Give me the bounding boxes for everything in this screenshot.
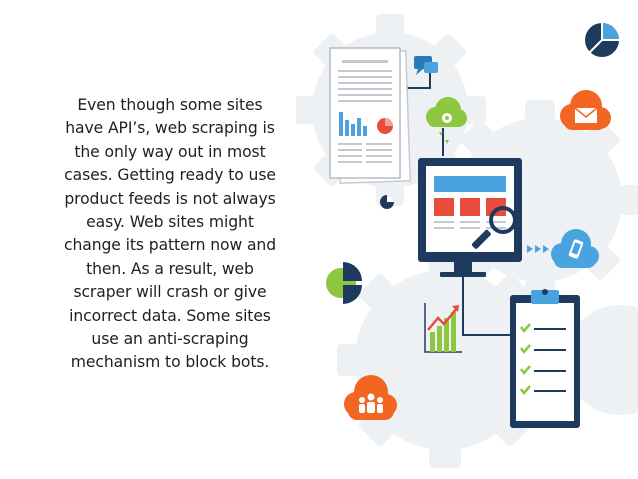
body-line: product feeds is not always [64, 189, 276, 208]
people-cloud-icon [344, 375, 397, 420]
body-line: the only way out in most [74, 142, 266, 161]
body-line: Even though some sites [77, 96, 263, 114]
body-line: have API’s, web scraping is [65, 119, 275, 138]
body-line: easy. Web sites might [86, 213, 254, 232]
illustration [296, 14, 638, 468]
mobile-cloud-icon [551, 229, 599, 268]
body-line: then. As a result, web [86, 259, 254, 278]
body-line: cases. Getting ready to use [64, 166, 276, 185]
growth-chart-icon [424, 303, 462, 353]
arrow-indicators [527, 245, 549, 253]
chat-bubbles-icon [414, 56, 438, 75]
pie-chart-icon [585, 23, 619, 57]
document-report-icon [329, 47, 412, 209]
green-pie-icon [326, 262, 362, 304]
body-line: use an anti-scraping [91, 330, 249, 349]
body-line: change its pattern now and [64, 236, 276, 255]
email-cloud-icon [560, 90, 611, 130]
cloud-gear-icon [426, 97, 467, 144]
body-line: mechanism to block bots. [70, 353, 270, 372]
clipboard-checklist-icon [510, 289, 580, 428]
monitor-with-magnifier-icon [418, 158, 522, 277]
body-text: Even though some sites have API’s, web s… [52, 94, 288, 375]
body-line: scraper will crash or give [73, 283, 267, 302]
body-line: incorrect data. Some sites [69, 306, 271, 325]
